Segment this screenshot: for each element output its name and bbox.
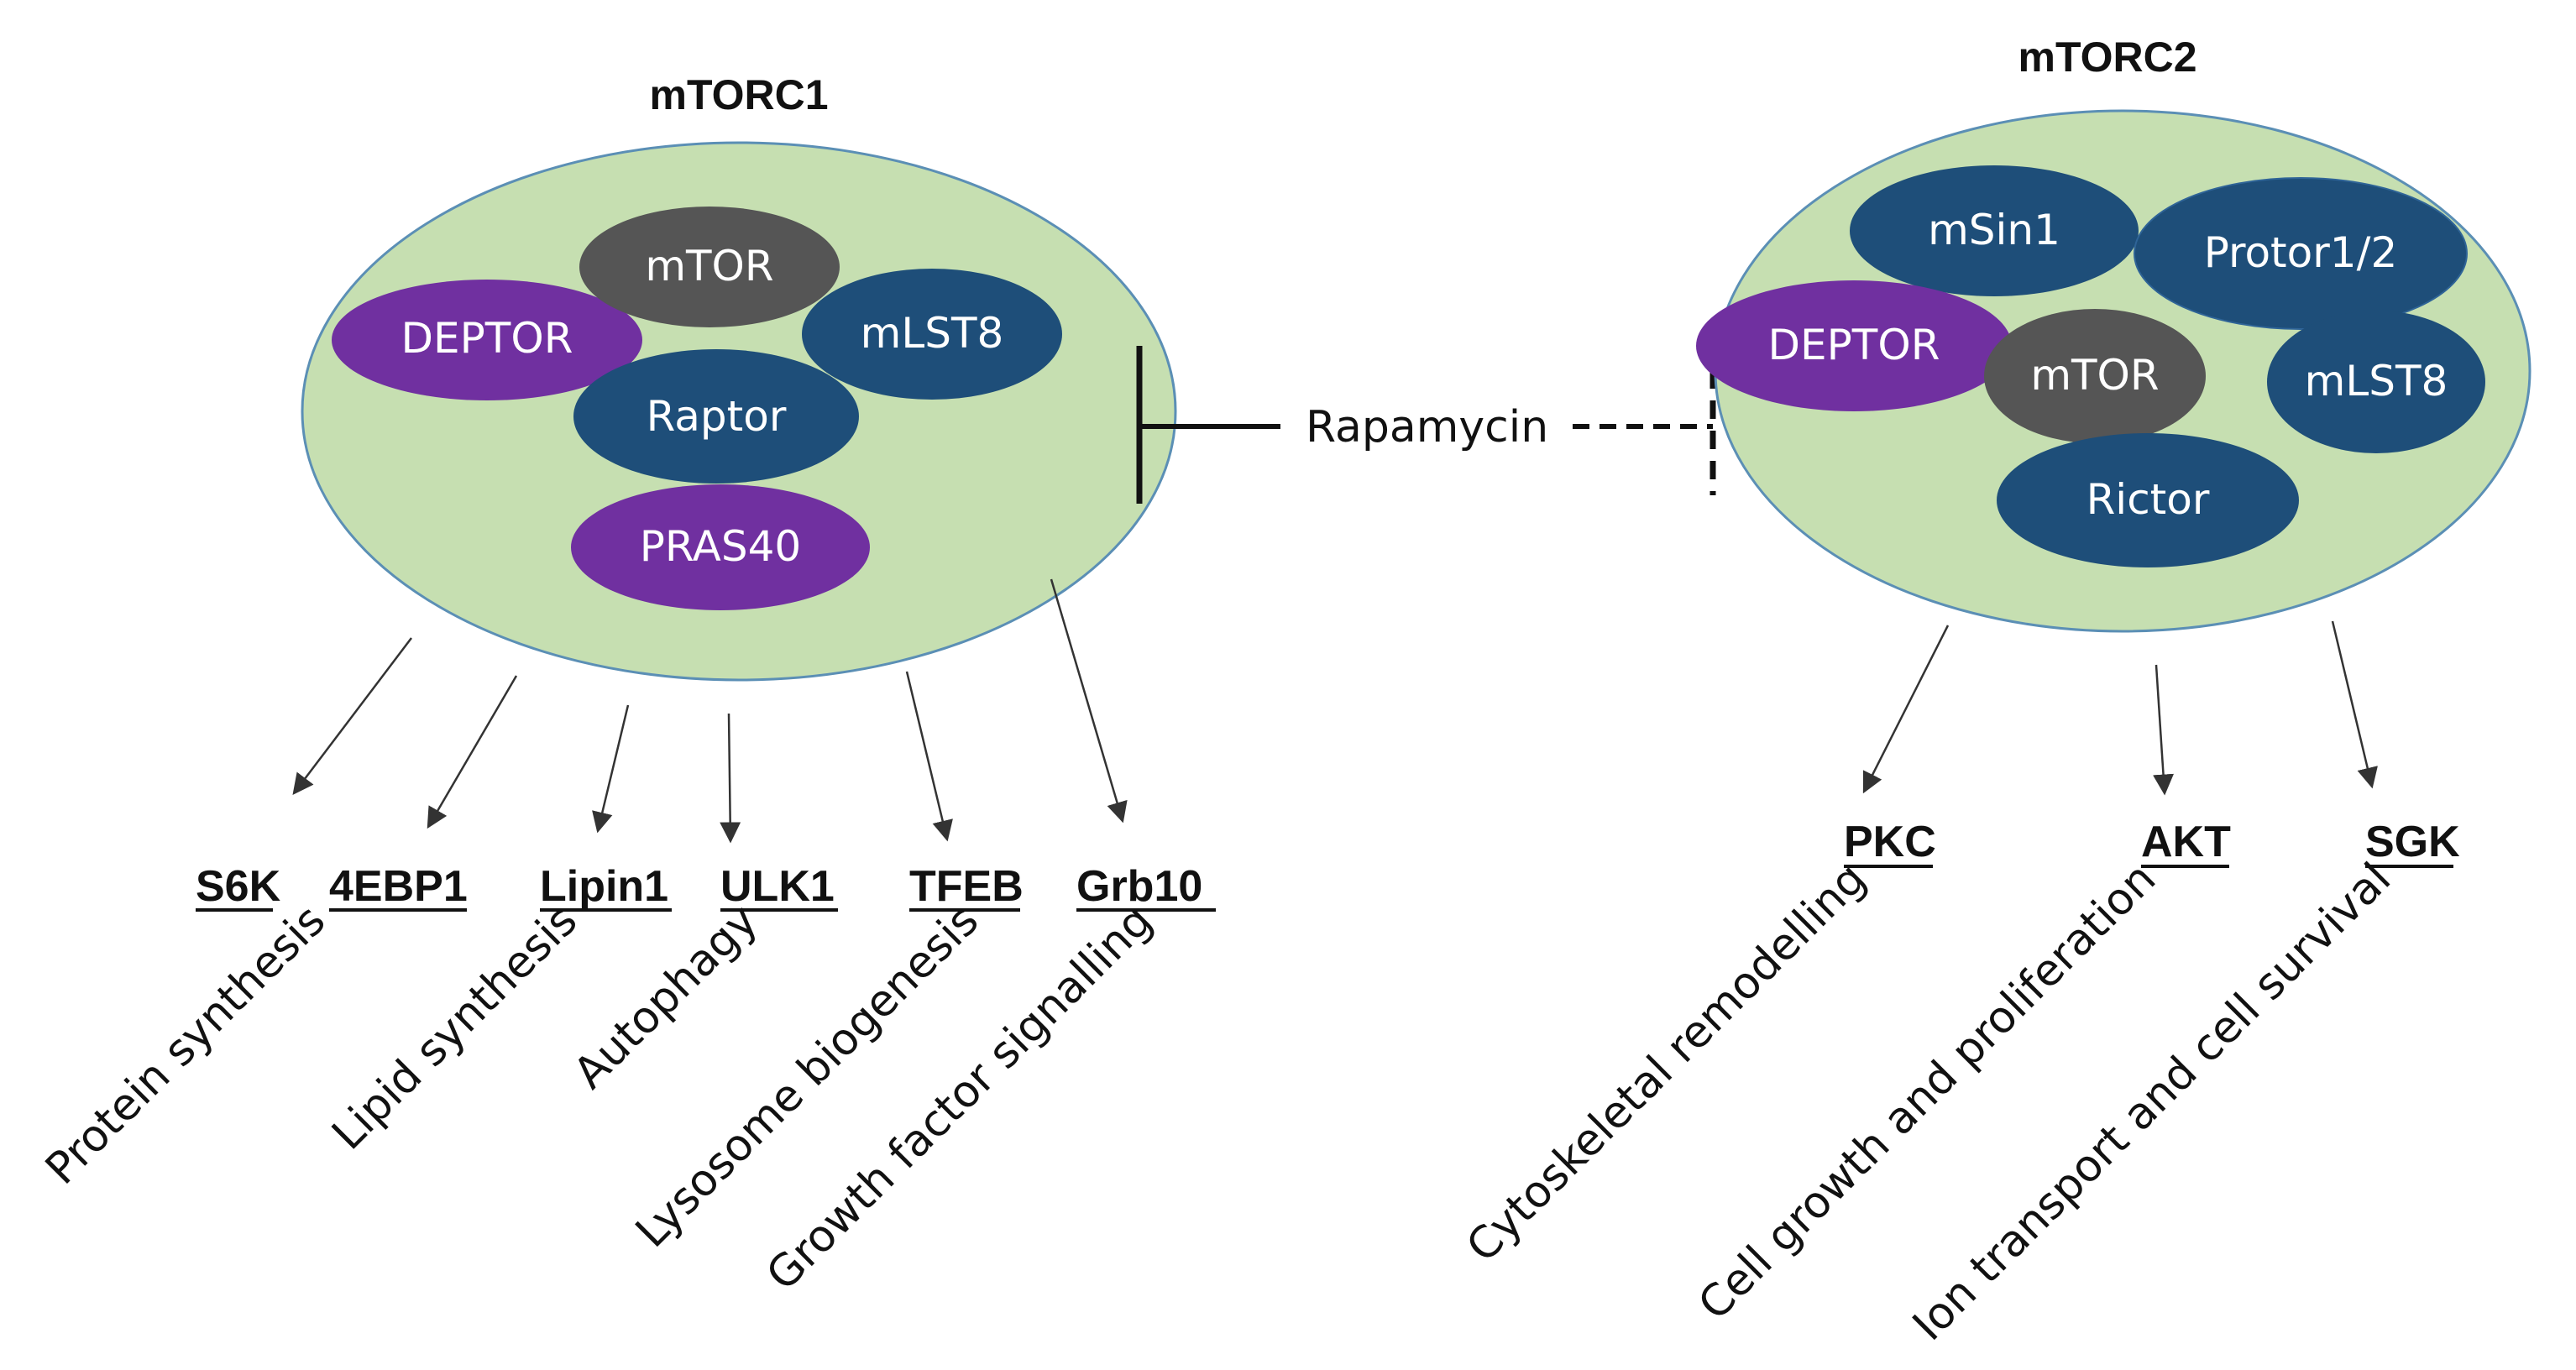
mtorc2-protor-label: Protor1/2 — [2204, 228, 2398, 277]
arrow-to-ulk1 — [720, 713, 741, 844]
mtorc1-mtor-label: mTOR — [645, 242, 773, 290]
target-akt: AKT — [2141, 818, 2231, 866]
arrow-to-sgk — [2331, 620, 2378, 789]
rapamycin-label: Rapamycin — [1306, 402, 1548, 452]
target-lipin1: Lipin1 — [540, 862, 668, 911]
mtorc2-deptor-label: DEPTOR — [1768, 321, 1940, 369]
mtorc2-mtor-label: mTOR — [2030, 351, 2159, 400]
mtorc2-protor-node: Protor1/2 — [2134, 177, 2468, 330]
function-lipid-synthesis: Lipid synthesis — [322, 896, 587, 1160]
arrow-to-akt — [2153, 664, 2175, 796]
arrow-to-pkc — [1862, 625, 1950, 794]
target-4ebp1: 4EBP1 — [329, 862, 468, 911]
function-autophagy: Autophagy — [564, 896, 767, 1099]
mtorc1-title: mTORC1 — [649, 71, 828, 118]
arrow-to-4ebp1 — [427, 675, 518, 829]
mtorc2-deptor-node: DEPTOR — [1696, 280, 2012, 411]
function-ion-transport-and-cell-survival: Ion transport and cell survival — [1903, 854, 2401, 1351]
mtorc1-pras40-label: PRAS40 — [640, 522, 801, 571]
mtorc1-raptor-label: Raptor — [647, 392, 787, 441]
target-s6k: S6K — [196, 862, 281, 911]
mtorc1-mlst8-label: mLST8 — [861, 309, 1004, 358]
mtorc1-deptor-node: DEPTOR — [332, 280, 642, 400]
mtorc2-rictor-label: Rictor — [2086, 475, 2210, 524]
mtorc1-raptor-node: Raptor — [573, 349, 859, 484]
target-pkc: PKC — [1844, 818, 1936, 866]
mtorc2-title: mTORC2 — [2018, 34, 2196, 81]
function-cell-growth-and-proliferation: Cell growth and proliferation — [1689, 854, 2166, 1331]
mtorc2-msin1-node: mSin1 — [1850, 165, 2139, 296]
mtorc2-mlst8-label: mLST8 — [2305, 357, 2448, 405]
mtorc1-mtor-node: mTOR — [579, 207, 840, 327]
mtorc2-mtor-node: mTOR — [1984, 309, 2206, 443]
target-grb10: Grb10 — [1076, 862, 1202, 911]
arrow-to-s6k — [292, 637, 412, 795]
mtorc2-rictor-node: Rictor — [1997, 433, 2299, 567]
mtorc2-mlst8-node: mLST8 — [2267, 311, 2485, 453]
arrow-to-grb10 — [1050, 578, 1128, 824]
target-ulk1: ULK1 — [720, 862, 835, 911]
mtorc1-mlst8-node: mLST8 — [802, 269, 1062, 400]
arrow-to-tfeb — [905, 671, 953, 842]
target-sgk: SGK — [2365, 818, 2460, 866]
mtorc2-msin1-label: mSin1 — [1928, 206, 2060, 254]
arrow-to-lipin1 — [592, 704, 630, 834]
mtorc1-deptor-label: DEPTOR — [401, 314, 573, 363]
function-protein-synthesis: Protein synthesis — [36, 896, 335, 1195]
mtorc1-pras40-node: PRAS40 — [571, 484, 870, 610]
target-tfeb: TFEB — [909, 862, 1024, 911]
